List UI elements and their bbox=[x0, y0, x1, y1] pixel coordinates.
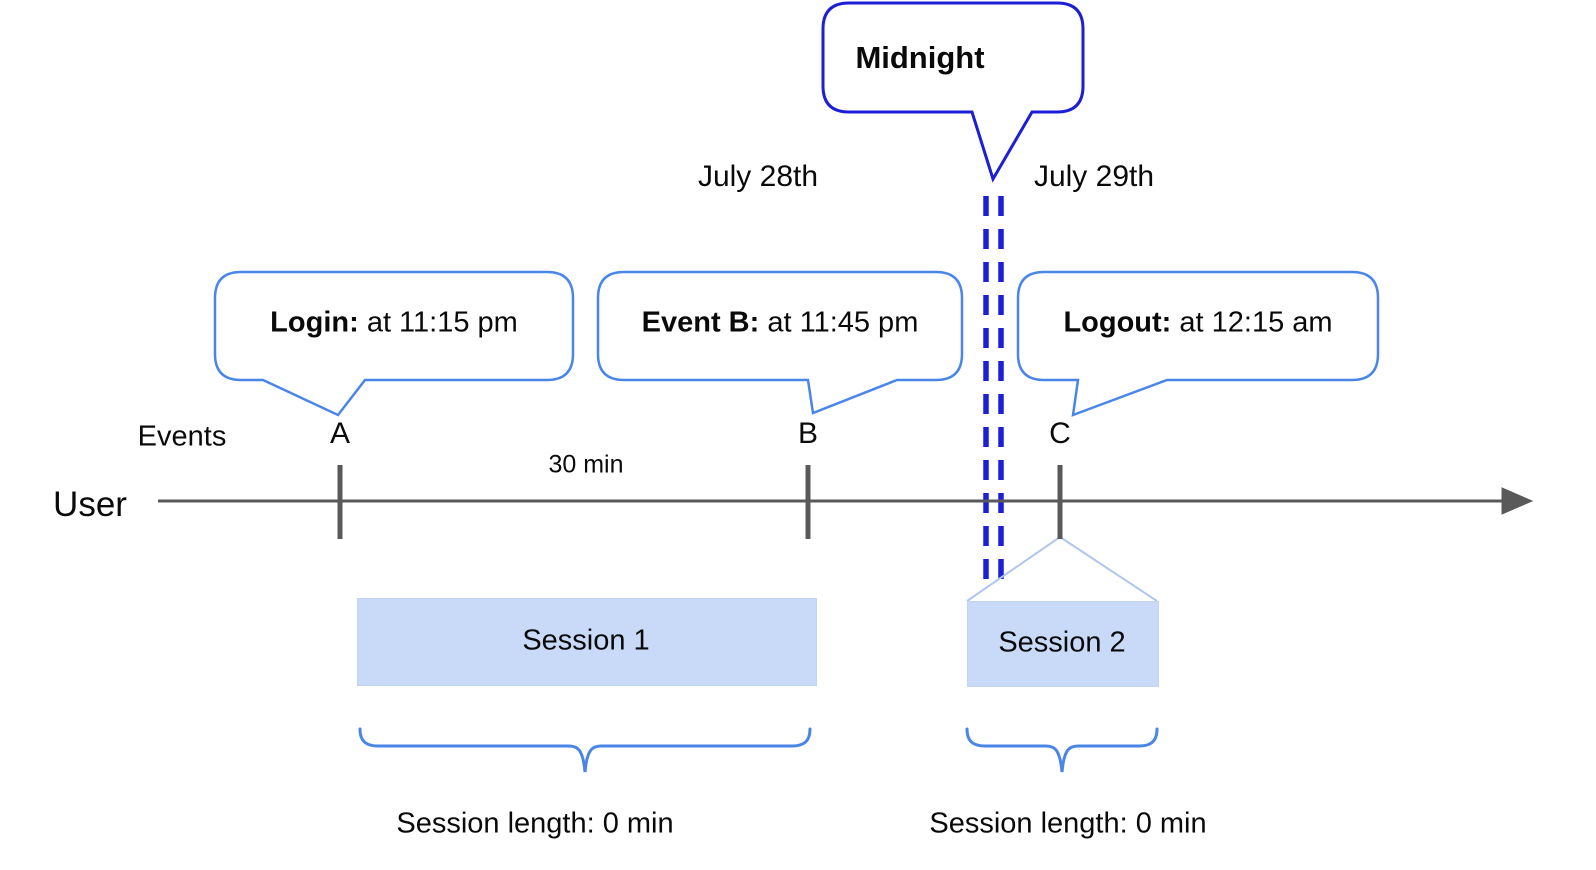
events-row-label: Events bbox=[137, 420, 227, 453]
event-b-callout-time: at 11:45 pm bbox=[767, 306, 919, 339]
event-a-label: A bbox=[329, 416, 351, 450]
login-callout-title: Login: bbox=[270, 306, 359, 339]
midnight-label: Midnight bbox=[855, 40, 985, 76]
session1-length-label: Session length: 0 min bbox=[396, 807, 674, 840]
event-c-label: C bbox=[1049, 416, 1071, 450]
event-b-callout-title: Event B: bbox=[641, 306, 760, 339]
midnight-callout-bubble bbox=[821, 1, 1085, 183]
session2-length-label: Session length: 0 min bbox=[929, 807, 1207, 840]
event-b-label: B bbox=[797, 416, 819, 450]
login-callout-bubble bbox=[213, 270, 575, 417]
date-july-28-label: July 28th bbox=[697, 159, 819, 193]
interval-30min-label: 30 min bbox=[548, 450, 624, 479]
session2-connector-right bbox=[1059, 536, 1158, 602]
logout-callout-text: Logout: at 12:15 am bbox=[1063, 306, 1332, 339]
session1-box bbox=[357, 598, 817, 686]
event-b-callout-bubble bbox=[596, 270, 964, 415]
logout-callout-time: at 12:15 am bbox=[1179, 306, 1333, 339]
logout-callout-bubble bbox=[1016, 270, 1380, 417]
timeline-arrowhead bbox=[1501, 487, 1534, 515]
session2-brace bbox=[965, 727, 1159, 773]
date-july-29-label: July 29th bbox=[1033, 159, 1155, 193]
session1-label: Session 1 bbox=[522, 624, 650, 657]
login-callout-text: Login: at 11:15 pm bbox=[270, 306, 518, 339]
session1-brace bbox=[358, 727, 812, 773]
login-callout-time: at 11:15 pm bbox=[366, 306, 518, 339]
session2-box bbox=[967, 601, 1159, 687]
user-row-label: User bbox=[53, 484, 127, 524]
event-b-callout-text: Event B: at 11:45 pm bbox=[642, 306, 919, 339]
logout-callout-title: Logout: bbox=[1063, 306, 1172, 339]
session2-connector-left bbox=[966, 536, 1061, 602]
session2-label: Session 2 bbox=[998, 626, 1126, 659]
